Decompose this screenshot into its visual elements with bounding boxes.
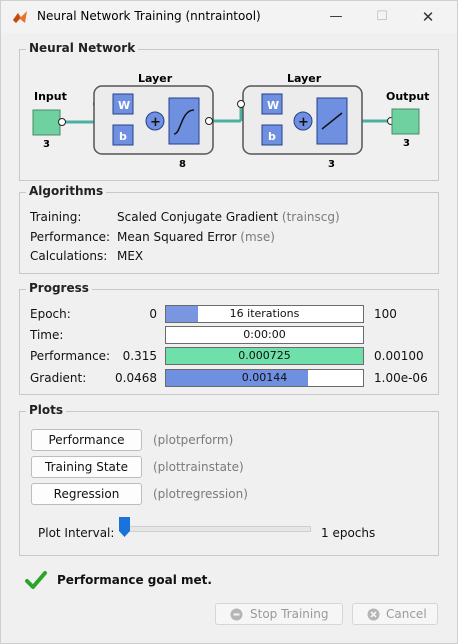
layer-1-bias xyxy=(112,124,134,146)
weight-label-2: W xyxy=(267,99,279,112)
plot-interval-slider-track[interactable] xyxy=(123,526,311,532)
plot-regression-note: (plotregression) xyxy=(153,487,248,501)
minimize-icon[interactable]: — xyxy=(329,9,343,24)
output-label: Output xyxy=(386,90,429,103)
cancel-icon xyxy=(367,608,380,621)
input-block xyxy=(32,109,61,136)
plots-title: Plots xyxy=(26,403,67,417)
checkmark-icon xyxy=(25,571,47,589)
gradient-end: 1.00e-06 xyxy=(374,371,428,385)
performance-start: 0.315 xyxy=(122,349,157,363)
output-block xyxy=(391,108,420,135)
epoch-end: 100 xyxy=(374,307,397,321)
layer-2-label: Layer xyxy=(287,72,322,85)
cancel-button[interactable]: Cancel xyxy=(352,603,438,625)
network-diagram: Input 3 Layer 8 Layer 3 Output 3 W b + W… xyxy=(32,72,429,170)
performance-progress-bar: 0.000725 xyxy=(165,347,364,365)
purelin-line-icon xyxy=(321,112,343,130)
layer-2-weight xyxy=(261,93,283,115)
training-label: Training: xyxy=(30,210,82,224)
plot-training-state-note: (plottrainstate) xyxy=(153,460,244,474)
algorithms-panel: Algorithms xyxy=(19,184,439,274)
title-bar[interactable]: Neural Network Training (nntraintool) — … xyxy=(1,1,457,33)
stop-icon xyxy=(230,608,243,621)
output-size: 3 xyxy=(403,138,410,149)
input-size: 3 xyxy=(43,139,50,150)
stop-training-button[interactable]: Stop Training xyxy=(215,603,343,625)
cancel-label: Cancel xyxy=(386,607,427,621)
sum-label-1: + xyxy=(150,115,161,130)
epoch-label: Epoch: xyxy=(30,307,71,321)
input-label: Input xyxy=(34,90,67,103)
bias-label-2: b xyxy=(268,130,276,143)
calculations-label: Calculations: xyxy=(30,249,108,263)
performance-end: 0.00100 xyxy=(374,349,424,363)
layer-1-weight xyxy=(112,93,134,115)
neural-network-title: Neural Network xyxy=(26,41,139,55)
plots-panel: Plots xyxy=(19,403,439,556)
plot-interval-slider-thumb[interactable] xyxy=(119,517,130,537)
status-message: Performance goal met. xyxy=(57,573,212,587)
plot-performance-button[interactable]: Performance xyxy=(31,429,142,451)
training-note: (trainscg) xyxy=(281,210,340,224)
stop-training-label: Stop Training xyxy=(250,607,329,621)
epoch-current: 16 iterations xyxy=(229,307,300,320)
window-title: Neural Network Training (nntraintool) xyxy=(37,9,261,23)
bias-label-1: b xyxy=(119,130,127,143)
epoch-progress-fill xyxy=(166,306,198,322)
plot-interval-label: Plot Interval: xyxy=(38,526,115,540)
time-current: 0:00:00 xyxy=(243,328,286,341)
layer-1-transfer xyxy=(168,97,200,145)
progress-title: Progress xyxy=(26,281,92,295)
gradient-current: 0.00144 xyxy=(241,371,288,384)
time-progress-bar: 0:00:00 xyxy=(165,326,364,344)
time-label: Time: xyxy=(30,328,64,342)
gradient-progress-bar: 0.00144 xyxy=(165,369,364,387)
close-icon[interactable]: ✕ xyxy=(421,8,435,26)
progress-panel: Progress xyxy=(19,281,439,395)
performance-value: Mean Squared Error (mse) xyxy=(117,230,275,244)
layer-1-size: 8 xyxy=(179,159,186,170)
layer-2-bias xyxy=(261,124,283,146)
plot-regression-button[interactable]: Regression xyxy=(31,483,142,505)
sum-label-2: + xyxy=(298,115,309,130)
training-value: Scaled Conjugate Gradient (trainscg) xyxy=(117,210,340,224)
layer-1-label: Layer xyxy=(138,72,173,85)
layer-2-size: 3 xyxy=(328,159,335,170)
calculations-value: MEX xyxy=(117,249,144,263)
layer-1-sum xyxy=(145,111,165,131)
gradient-start: 0.0468 xyxy=(115,371,157,385)
gradient-progress-fill xyxy=(166,370,308,386)
epoch-progress-bar: 16 iterations xyxy=(165,305,364,323)
plot-training-state-button[interactable]: Training State xyxy=(31,456,142,478)
layer-2-sum xyxy=(293,111,313,131)
performance-progress-label: Performance: xyxy=(30,349,111,363)
performance-label: Performance: xyxy=(30,230,111,244)
plot-performance-note: (plotperform) xyxy=(153,433,234,447)
performance-progress-fill xyxy=(166,348,363,364)
algorithms-title: Algorithms xyxy=(26,184,107,198)
performance-note: (mse) xyxy=(240,230,275,244)
plot-interval-value: 1 epochs xyxy=(321,526,376,540)
performance-current: 0.000725 xyxy=(238,349,291,362)
tansig-curve-icon xyxy=(173,109,195,135)
gradient-label: Gradient: xyxy=(30,371,87,385)
maximize-icon[interactable]: ☐ xyxy=(376,9,388,24)
neural-network-panel: Neural Network xyxy=(19,41,439,181)
epoch-start: 0 xyxy=(149,307,157,321)
matlab-logo-icon xyxy=(13,11,27,23)
weight-label-1: W xyxy=(118,99,130,112)
